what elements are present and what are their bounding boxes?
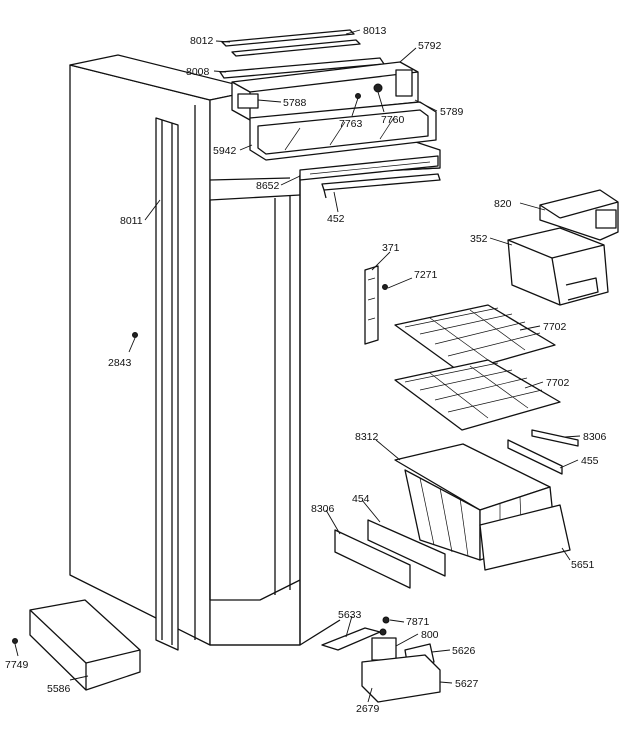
- label-800: 800: [421, 629, 439, 641]
- label-8306-left: 8306: [311, 503, 335, 515]
- label-5942: 5942: [213, 145, 237, 157]
- top-trim-strips: [219, 29, 385, 79]
- label-8306-right: 8306: [583, 431, 607, 443]
- wire-shelf-upper: [394, 304, 556, 373]
- part-labels: 8012 8013 5792 8008 5788 7763 7760 5789 …: [5, 25, 607, 715]
- label-8011: 8011: [120, 215, 143, 227]
- label-454: 454: [352, 493, 370, 505]
- label-5789: 5789: [440, 106, 464, 118]
- label-5627: 5627: [455, 678, 479, 690]
- label-8312: 8312: [355, 431, 379, 443]
- label-352: 352: [470, 233, 488, 245]
- label-5633: 5633: [338, 609, 362, 621]
- drain-pan-housing: [29, 599, 141, 691]
- wire-shelf-lower: [394, 359, 561, 431]
- label-7760: 7760: [381, 114, 405, 126]
- label-455: 455: [581, 455, 599, 467]
- label-5626: 5626: [452, 645, 476, 657]
- drawer-slides: [334, 429, 579, 589]
- label-5792: 5792: [418, 40, 442, 52]
- label-7749: 7749: [5, 659, 29, 671]
- label-820: 820: [494, 198, 512, 210]
- label-452: 452: [327, 213, 345, 225]
- air-grille-and-bracket: [299, 155, 441, 199]
- label-7702-lower: 7702: [546, 377, 570, 389]
- damper-control-assembly: [321, 627, 441, 703]
- ice-bucket: [507, 227, 609, 306]
- leader-lines: [14, 29, 581, 703]
- light-shield: [249, 101, 437, 161]
- label-7271: 7271: [414, 269, 438, 281]
- shelf-ladder: [364, 265, 379, 345]
- label-7702-upper: 7702: [543, 321, 567, 333]
- label-7871: 7871: [406, 616, 430, 628]
- label-5586: 5586: [47, 683, 71, 695]
- basket-front-panel: [479, 504, 571, 571]
- label-2679: 2679: [356, 703, 380, 715]
- label-7763: 7763: [339, 118, 363, 130]
- liner-trim-strip: [155, 117, 179, 651]
- label-8008: 8008: [186, 66, 210, 78]
- label-5651: 5651: [571, 559, 595, 571]
- label-8652: 8652: [256, 180, 280, 192]
- label-5788: 5788: [283, 97, 307, 109]
- label-371: 371: [382, 242, 400, 254]
- icemaker: [539, 189, 619, 241]
- label-2843: 2843: [108, 357, 132, 369]
- label-8013: 8013: [363, 25, 387, 37]
- label-8012: 8012: [190, 35, 214, 47]
